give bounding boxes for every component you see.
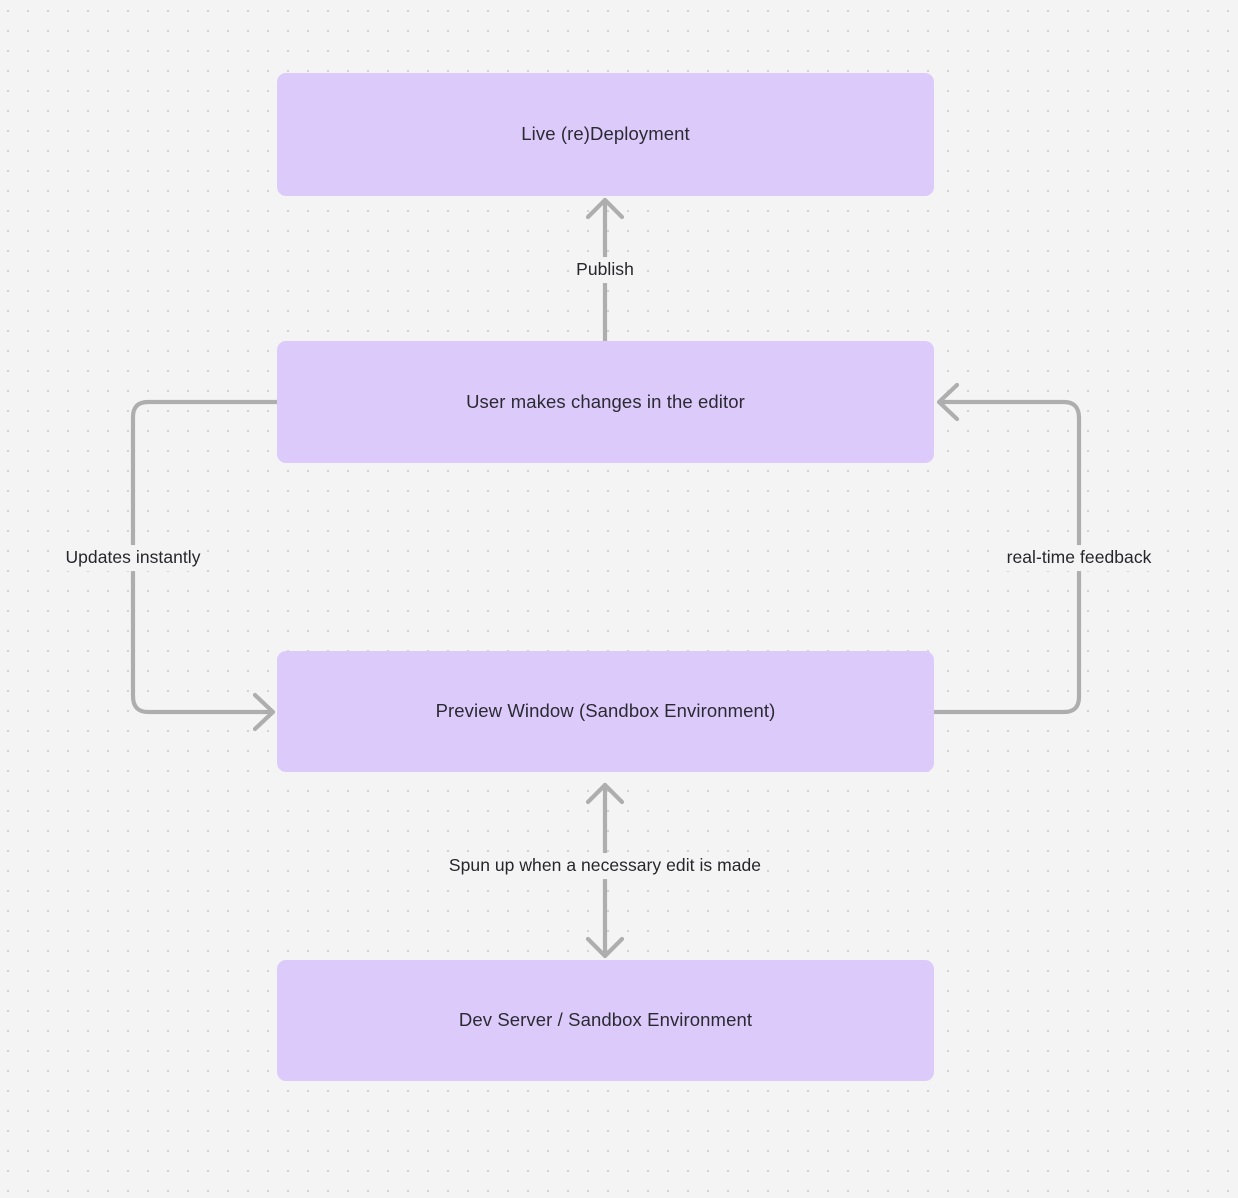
node-label: Live (re)Deployment	[521, 123, 690, 145]
node-preview-window[interactable]: Preview Window (Sandbox Environment)	[277, 651, 934, 772]
node-dev-server[interactable]: Dev Server / Sandbox Environment	[277, 960, 934, 1081]
edge-label-spun-up: Spun up when a necessary edit is made	[442, 853, 768, 879]
node-user-makes-changes[interactable]: User makes changes in the editor	[277, 341, 934, 463]
edge-label-updates-instantly: Updates instantly	[59, 545, 207, 571]
edge-label-publish: Publish	[570, 257, 640, 283]
edge-label-real-time-feedback: real-time feedback	[1000, 545, 1158, 571]
node-label: Dev Server / Sandbox Environment	[458, 1009, 753, 1031]
node-label: User makes changes in the editor	[466, 390, 745, 412]
node-label: Preview Window (Sandbox Environment)	[435, 700, 776, 722]
node-live-redeployment[interactable]: Live (re)Deployment	[277, 73, 934, 196]
